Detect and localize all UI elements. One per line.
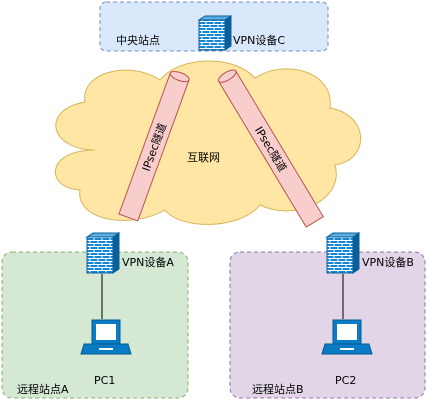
site-b: VPN设备B PC2 远程站点B bbox=[229, 232, 426, 399]
firewall-c-icon bbox=[197, 15, 233, 51]
site-b-box bbox=[229, 251, 426, 399]
internet-label: 互联网 bbox=[187, 151, 220, 164]
pc1-laptop-icon bbox=[80, 319, 132, 355]
vpn-device-b-label: VPN设备B bbox=[362, 255, 414, 269]
site-a-label: 远程站点A bbox=[17, 382, 69, 396]
pc2-label: PC2 bbox=[335, 374, 356, 387]
pc1-label: PC1 bbox=[94, 374, 115, 387]
site-a: VPN设备A PC1 远程站点A bbox=[1, 232, 189, 399]
vpn-device-a-label: VPN设备A bbox=[122, 255, 174, 269]
vpn-device-c-label: VPN设备C bbox=[233, 33, 285, 47]
center-site: 中央站点 VPN设备C bbox=[99, 1, 329, 52]
internet-cloud: 互联网 bbox=[55, 60, 362, 225]
cloud-shape bbox=[55, 60, 362, 225]
firewall-b-icon bbox=[325, 232, 361, 274]
firewall-a-icon bbox=[85, 232, 121, 274]
pc2-laptop-icon bbox=[321, 319, 373, 355]
center-site-label: 中央站点 bbox=[116, 33, 160, 47]
site-b-label: 远程站点B bbox=[252, 382, 304, 396]
tunnel-right: IPsec隧道 bbox=[217, 69, 325, 228]
